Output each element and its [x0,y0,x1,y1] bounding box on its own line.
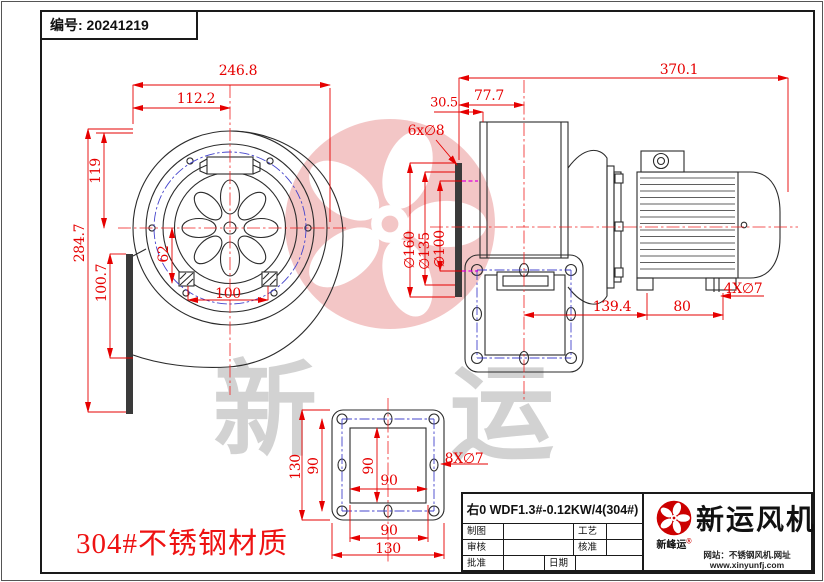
field-process-value [607,524,642,540]
field-date-value [576,556,642,572]
dim-front-height-upper: 119 [88,158,104,184]
brand-sub-name: 新峰运® [646,536,702,551]
field-checker-value [504,540,574,556]
field-approver: 批准 [463,556,504,572]
dim-flange-bolt-v: 90 [306,457,322,475]
dim-flange-holes: 8X∅7 [444,451,484,467]
model-designation: 右0 WDF1.3#-0.12KW/4(304#) [463,494,642,524]
dim-flange-duct-h: 90 [380,473,398,489]
dim-front-inlet-offset: 112.2 [176,91,216,107]
sheet-frame [40,10,815,574]
field-process: 工艺 [574,524,607,540]
brand-site: 网站：不锈钢风机.网址 www.xinyunfj.com [684,550,810,570]
title-block-table: 右0 WDF1.3#-0.12KW/4(304#) 制图 工艺 审核 核准 批准… [461,492,644,572]
dim-flange-bolt-h: 90 [380,523,398,539]
dim-flange-outer-v: 130 [288,454,304,480]
brand-site-line2: www.xinyunfj.com [709,560,785,570]
dim-flange-duct-v: 90 [361,457,377,475]
field-approver-value [504,556,545,572]
dim-front-height-lower: 100.7 [94,263,110,303]
field-date: 日期 [545,556,576,572]
watermark-char-right: 运 [449,356,555,473]
title-block: 右0 WDF1.3#-0.12KW/4(304#) 制图 工艺 审核 核准 批准… [461,492,817,572]
dim-side-foot-span: 80 [673,299,691,315]
brand-name: 新运风机 [696,504,817,535]
dim-side-flange-to-foot: 139.4 [592,299,632,315]
field-drafter: 制图 [463,524,504,540]
dim-front-foot-span: 100 [215,286,241,302]
dim-side-dia-outer: ∅160 [402,231,418,269]
fan-logo-icon [656,500,692,536]
registered-mark: ® [686,538,692,546]
field-ratifier: 核准 [574,540,607,556]
brand-site-line1: 网站：不锈钢风机.网址 [703,550,791,560]
field-ratifier-value [607,540,642,556]
brand-sub-text: 新峰运 [656,540,687,551]
dim-front-foot-height: 62 [156,245,172,263]
dim-side-foot-holes: 4X∅7 [723,281,763,297]
dim-side-dia-inlet: ∅100 [432,230,448,268]
field-checker: 审核 [463,540,504,556]
dim-flange-outer-h: 130 [375,541,401,557]
material-note: 304#不锈钢材质 [76,528,289,560]
dim-front-total-width: 246.8 [218,63,258,79]
dim-side-impeller-width: 77.7 [474,88,504,104]
dim-side-total-length: 370.1 [659,62,699,78]
brand-block: 新峰运® 新运风机 网站：不锈钢风机.网址 www.xinyunfj.com [644,492,817,572]
dim-side-inlet-flange: 30.5 [430,95,458,111]
dim-side-inlet-holes: 6x∅8 [407,123,445,139]
doc-number: 编号: 20241219 [40,10,198,40]
fan-logo-watermark-icon [285,119,495,330]
dim-side-dia-bolt: ∅135 [417,232,433,270]
dim-front-total-height: 284.7 [72,223,88,263]
field-drafter-value [504,524,574,540]
